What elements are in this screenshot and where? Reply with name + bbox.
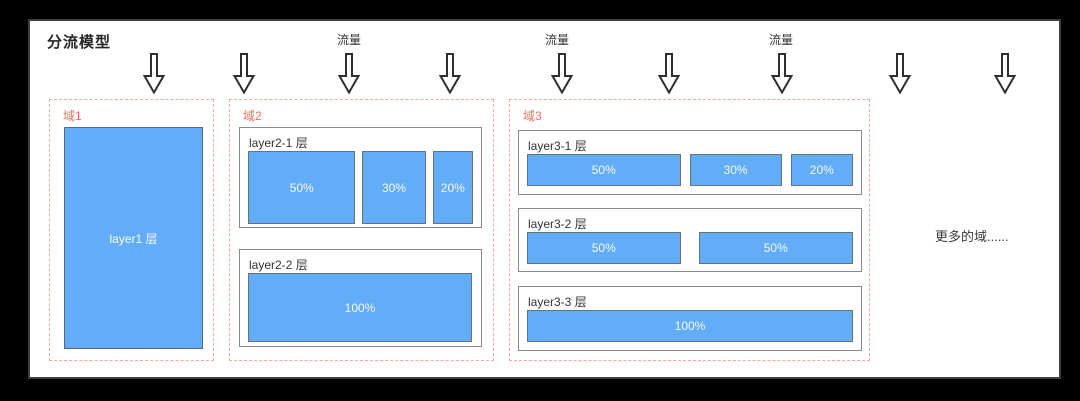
traffic-segment: 30%	[362, 151, 426, 224]
traffic-label: 流量	[768, 33, 793, 47]
layer-box: layer3-3 层 100%	[518, 286, 862, 351]
down-arrow-icon	[338, 53, 360, 94]
domain-label: 域2	[243, 109, 262, 123]
down-arrow-icon	[233, 53, 255, 94]
down-arrow-icon	[889, 53, 911, 94]
layer-box: layer3-2 层 50% 50%	[518, 208, 862, 272]
layer1-block: layer1 层	[64, 127, 203, 349]
diagram-canvas: 分流模型 流量 流量 流量 域1 layer1 层 域2 layer2-1 层 …	[28, 19, 1061, 379]
layer-box: layer3-1 层 50% 30% 20%	[518, 130, 862, 195]
down-arrow-icon	[143, 53, 165, 94]
traffic-label: 流量	[336, 33, 361, 47]
layer-title: layer3-2 层	[528, 217, 587, 231]
traffic-segment: 50%	[527, 154, 681, 186]
layer-title: layer3-1 层	[528, 139, 587, 153]
traffic-segment: 50%	[248, 151, 356, 224]
traffic-segment: 20%	[432, 151, 473, 224]
traffic-segment: 50%	[527, 232, 681, 264]
down-arrow-icon	[439, 53, 461, 94]
layer-title: layer2-1 层	[249, 136, 308, 150]
traffic-segment: 50%	[698, 232, 853, 264]
domain-box-2: 域2 layer2-1 层 50% 30% 20% layer2-2 层 100…	[229, 99, 494, 361]
domain-label: 域1	[63, 109, 82, 123]
traffic-label: 流量	[544, 33, 569, 47]
domain-box-3: 域3 layer3-1 层 50% 30% 20% layer3-2 层 50%…	[509, 99, 870, 361]
traffic-segment: 100%	[527, 310, 853, 342]
down-arrow-icon	[771, 53, 793, 94]
down-arrow-icon	[658, 53, 680, 94]
more-domains-text: 更多的域......	[935, 229, 1009, 244]
page-title: 分流模型	[47, 34, 112, 51]
layer-box: layer2-1 层 50% 30% 20%	[239, 127, 482, 228]
down-arrow-icon	[994, 53, 1016, 94]
traffic-segment: 100%	[248, 273, 472, 342]
layer-box: layer2-2 层 100%	[239, 249, 482, 347]
domain-box-1: 域1 layer1 层	[49, 99, 214, 361]
layer-title: layer2-2 层	[249, 258, 308, 272]
traffic-segment: 30%	[689, 154, 782, 186]
traffic-segment: 20%	[790, 154, 854, 186]
layer-title: layer3-3 层	[528, 295, 587, 309]
domain-label: 域3	[523, 109, 542, 123]
down-arrow-icon	[551, 53, 573, 94]
